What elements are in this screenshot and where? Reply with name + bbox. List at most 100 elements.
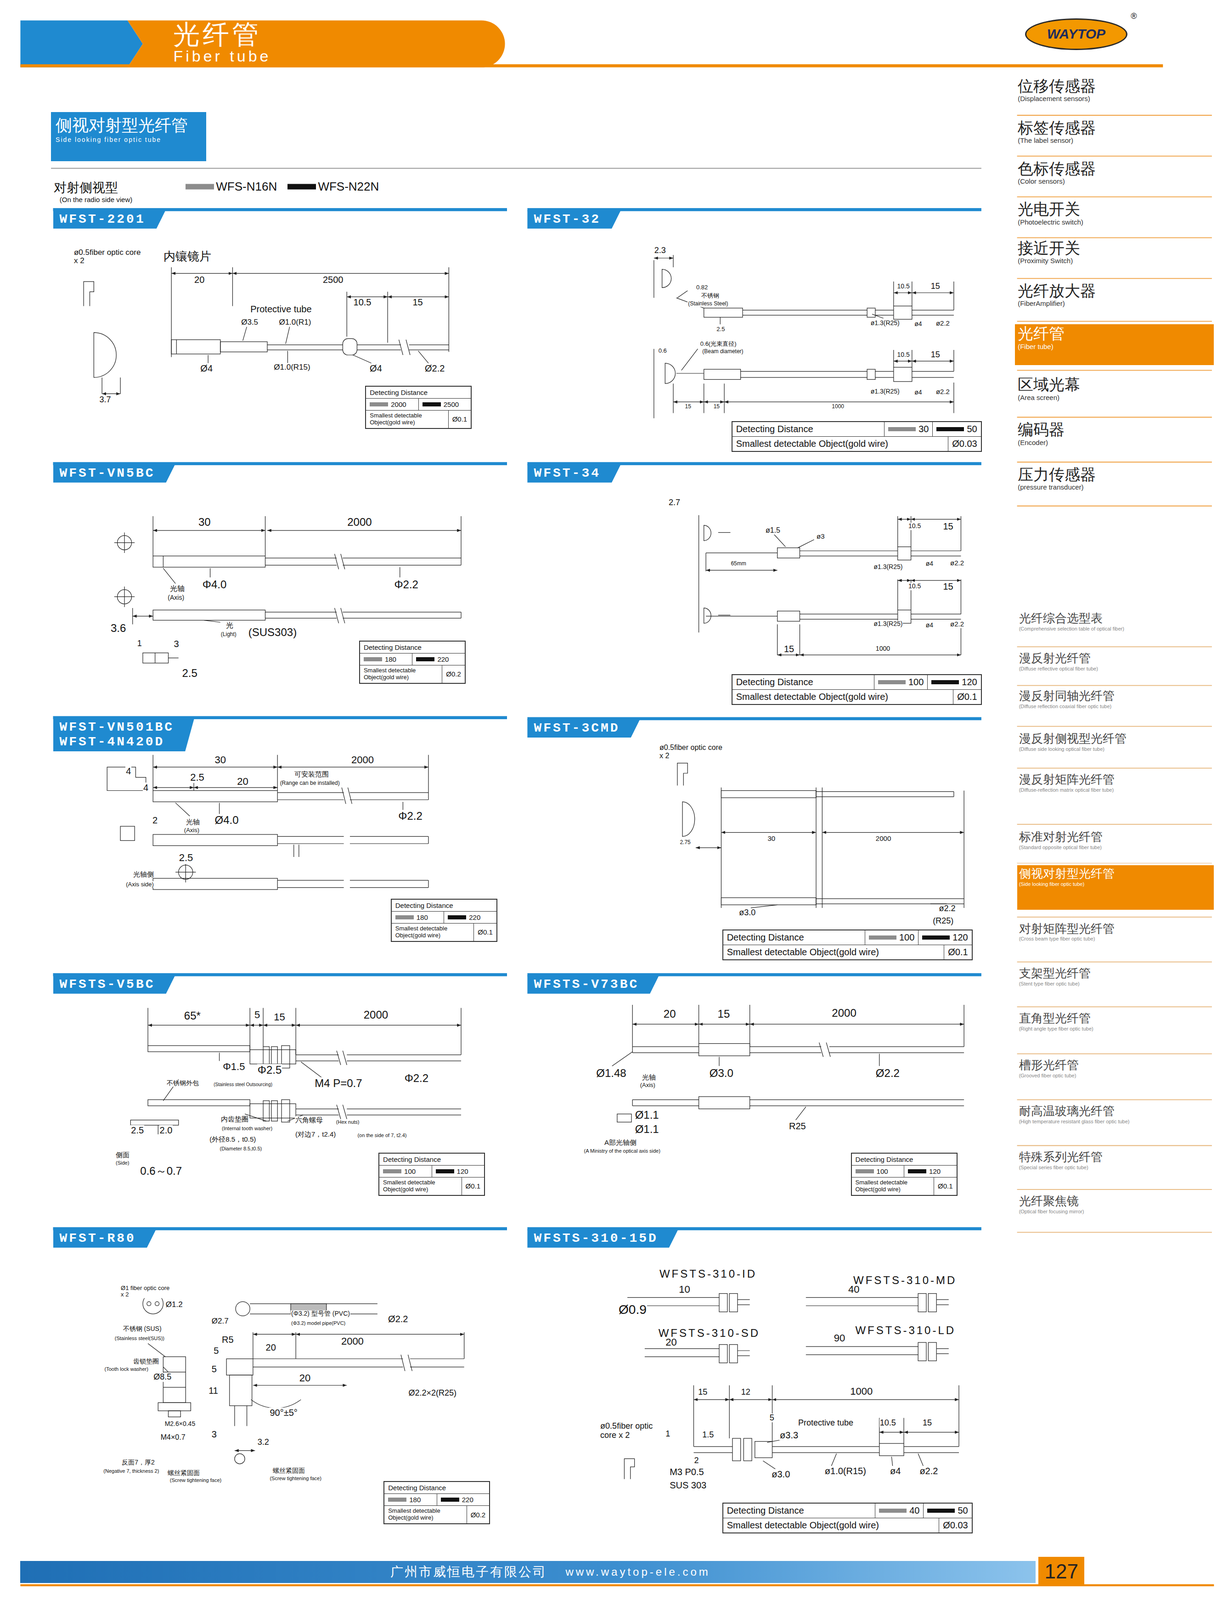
drawing-wfst-r80-part <box>155 1301 160 1306</box>
table-heading: Detecting Distance <box>395 901 454 910</box>
drawing-wfst-34-part <box>698 515 699 633</box>
drawing-wfst-vn5bc-part <box>142 653 169 664</box>
swatch <box>388 1497 407 1502</box>
dimension-label: 15 <box>783 643 795 654</box>
dimension-label: 2.5 <box>178 852 194 864</box>
dimension-label: 5 <box>211 1363 218 1375</box>
dimension-label: 10.5 <box>879 1418 897 1428</box>
submenu-item: 侧视对射型光纤管(Side looking fiber optic tube) <box>1017 865 1215 911</box>
table-heading: Detecting Distance <box>388 1483 446 1492</box>
dimension-label: 30 <box>197 516 212 529</box>
node-subtitle: Fiber tube <box>173 47 505 65</box>
drawing-wfsts-v5bc-part <box>295 1025 462 1026</box>
drawing-wfst-32-part <box>653 259 654 298</box>
dimension-label: Ø1.48 <box>595 1067 627 1080</box>
table-cell: Smallest detectable Object(gold wire) <box>732 436 949 451</box>
dimension-label: 20 <box>265 1342 277 1353</box>
table-cell: Ø0.03 <box>938 1518 972 1533</box>
dimension-label: (on the side of 7, t2.4) <box>356 1132 407 1139</box>
dimension-label: SUS 303 <box>669 1480 707 1491</box>
dimension-label: ø1.3(R25) <box>873 563 903 571</box>
drawing-wfst-r80-part <box>168 1410 181 1417</box>
dimension-label: ø3.0 <box>771 1469 791 1480</box>
drawing-wfst-32-part <box>724 401 954 403</box>
dimension-label: ø4 <box>913 388 923 396</box>
dimension-label: 0.6～0.7 <box>139 1165 183 1178</box>
submenu-item: 支架型光纤管(Stent type fiber optic tube) <box>1017 964 1215 1000</box>
dimension-label: (Φ3.2) 型号管 (PVC) <box>290 1310 351 1318</box>
dimension-label: Ø4.0 <box>214 814 239 827</box>
dimension-label: Ø1.1 <box>634 1109 660 1122</box>
legend-text: WFS-N16N <box>215 179 277 194</box>
dimension-label: 12 <box>740 1387 751 1398</box>
table-cell: 100 <box>379 1165 432 1178</box>
dimension-label: 15 <box>273 1011 286 1023</box>
drawing-wfst-3cmd-part <box>721 787 964 908</box>
table-value: 220 <box>437 655 449 664</box>
table-cell: Ø0.2 <box>441 665 465 683</box>
drawing-wfst-32-part <box>664 363 676 384</box>
drawing-wfst-2201-part <box>176 339 177 355</box>
drawing-wfst-34-part <box>911 580 962 581</box>
drawing-wfst-32-part <box>875 371 894 378</box>
dimension-label: (Φ3.2) model pipe(PVC) <box>290 1320 346 1326</box>
panel-rule-part <box>20 1584 1214 1587</box>
page-number: 127 <box>1038 1556 1085 1587</box>
drawing-wfst-34-part <box>705 552 778 553</box>
swatch <box>416 657 435 662</box>
table-value: Ø0.1 <box>465 1182 481 1190</box>
dimension-label: ø2.2 <box>938 904 957 914</box>
swatch <box>363 657 383 662</box>
node-title: 侧视对射型光纤管 <box>1019 867 1213 881</box>
model-heading: WFSTS-V73BC <box>527 975 660 994</box>
dimension-label: 15 <box>942 521 954 532</box>
node-title: 光纤聚焦镜 <box>1019 1194 1213 1209</box>
dimension-label: 0.6 <box>658 347 668 355</box>
drawing-wfst-34-part <box>897 546 912 561</box>
menu-item: 标签传感器(The label sensor) <box>1014 118 1214 156</box>
drawing-wfsts-v73bc-part <box>632 1099 699 1106</box>
node-title: 位移传感器 <box>1017 77 1212 95</box>
node-title: 槽形光纤管 <box>1019 1058 1213 1073</box>
swatch <box>440 1497 460 1502</box>
drawing-wfst-r80-part <box>226 1358 254 1376</box>
table-row: Smallest detectable Object(gold wire)Ø0.… <box>360 664 465 683</box>
drawing-wfsts-310-15d-part <box>928 1342 937 1361</box>
node-subtitle: WFST-4N420D <box>59 734 175 750</box>
model-heading: WFSTS-V5BC <box>53 975 176 994</box>
table-cell: Ø0.03 <box>947 436 981 451</box>
swatch <box>907 1169 927 1174</box>
dimension-label: ø3.3 <box>779 1430 799 1441</box>
drawing-wfsts-310-15d-part <box>879 1443 904 1456</box>
node-title: 对射矩阵型光纤管 <box>1019 922 1213 936</box>
table-cell: 120 <box>431 1165 485 1178</box>
dimension-label: ø3.0 <box>738 908 756 918</box>
drawing-wfst-34-part <box>718 532 731 533</box>
node-title: 漫反射光纤管 <box>1019 651 1213 666</box>
drawing-wfsts-310-15d-part <box>936 1299 949 1305</box>
dimension-label: 不锈钢外包 <box>166 1079 200 1087</box>
drawing-wfsts-310-15d-part <box>903 1446 959 1453</box>
dimension-label: 2.5 <box>181 667 198 680</box>
node-subtitle: (Encoder) <box>1017 438 1212 447</box>
dimension-label: 六角螺母 <box>294 1116 324 1125</box>
spec-table: Detecting Distance100120Smallest detecta… <box>731 674 982 705</box>
menu-item: 位移传感器(Displacement sensors) <box>1014 76 1214 114</box>
dimension-label: R5 <box>221 1334 235 1345</box>
drawing-wfst-r80-part <box>253 1385 347 1386</box>
swatch <box>936 427 964 432</box>
dimension-label: (Hex nuts) <box>335 1119 361 1125</box>
dimension-label: 2000 <box>340 1335 365 1347</box>
table-heading: Detecting Distance <box>363 643 422 652</box>
drawing-wfsts-v5bc-part <box>130 1120 179 1126</box>
node-subtitle: (FiberAmplifier) <box>1017 299 1212 308</box>
spec-table: Detecting Distance180220Smallest detecta… <box>359 640 466 684</box>
dimension-label: 螺丝紧固面 <box>272 1467 306 1475</box>
table-row: Detecting Distance <box>379 1153 485 1166</box>
table-row: Smallest detectable Object(gold wire)Ø0.… <box>391 923 497 941</box>
drawing-wfst-34-part <box>897 579 962 615</box>
drawing-wfst-vn5bc-part <box>265 608 462 624</box>
table-cell: 220 <box>411 653 465 665</box>
node-title: 漫反射矩阵光纤管 <box>1019 772 1213 787</box>
table-cell: Detecting Distance <box>723 1503 876 1518</box>
